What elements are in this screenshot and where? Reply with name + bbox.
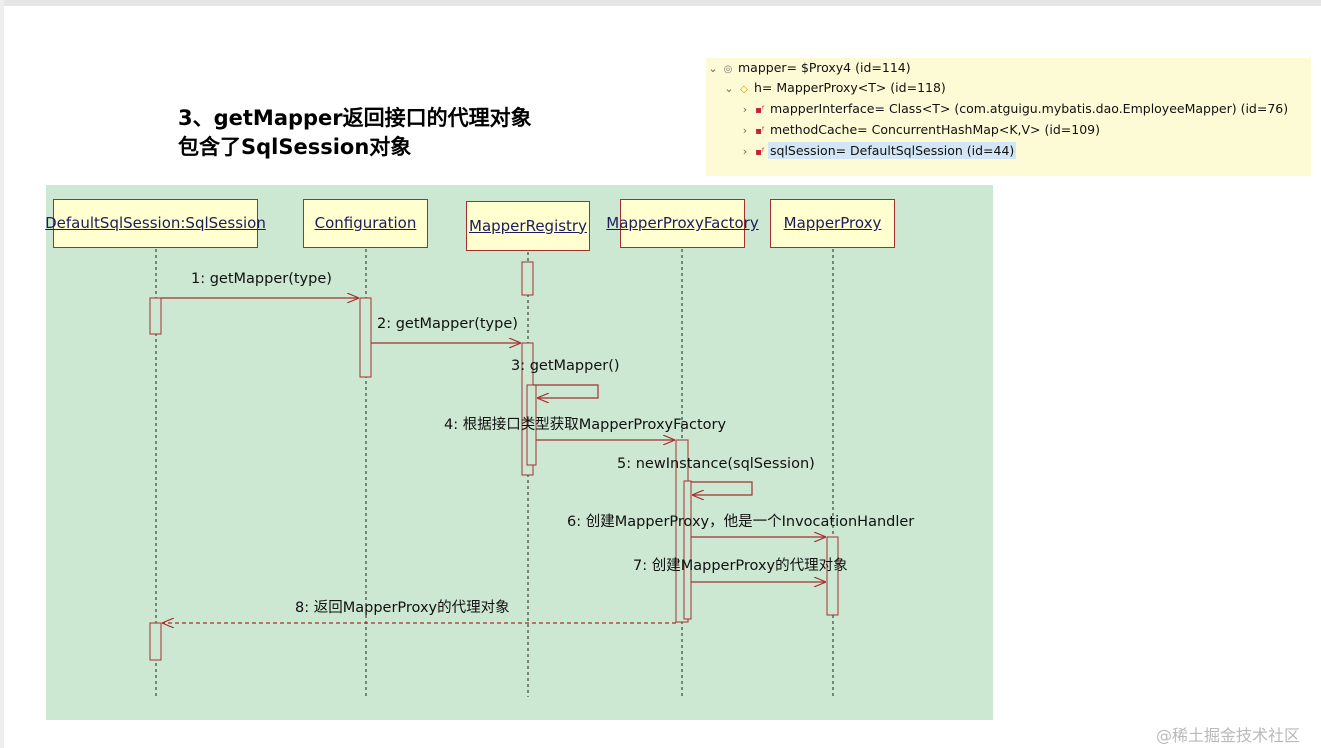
message-6-label: 6: 创建MapperProxy，他是一个InvocationHandler	[567, 514, 915, 530]
debug-row-h[interactable]: ⌄ ◇ h= MapperProxy<T> (id=118)	[722, 78, 948, 98]
collapse-twisty-icon[interactable]: ›	[742, 124, 748, 137]
activation-bar	[149, 297, 162, 335]
activation-bar	[149, 622, 162, 661]
final-field-icon: ▪ᶠ	[755, 126, 765, 137]
lifeline-default-sql-session: DefaultSqlSession:SqlSession	[45, 199, 266, 248]
message-5-self-arrow	[691, 481, 753, 495]
sequence-diagram-graphics	[149, 249, 839, 697]
message-8-label: 8: 返回MapperProxy的代理对象	[295, 600, 510, 616]
site-watermark: @稀土掘金技术社区	[1156, 726, 1301, 745]
activation-bar	[521, 261, 534, 296]
debug-row-text: h= MapperProxy<T> (id=118)	[754, 80, 946, 95]
final-field-icon: ▪ᶠ	[755, 105, 765, 116]
message-5-label: 5: newInstance(sqlSession)	[617, 456, 815, 472]
debug-row-mapper-interface[interactable]: › ▪ᶠ mapperInterface= Class<T> (com.atguig…	[738, 99, 1290, 119]
message-3-label: 3: getMapper()	[511, 358, 620, 374]
slide-heading: 3、getMapper返回接口的代理对象 包含了SqlSession对象	[178, 104, 532, 162]
debug-row-text: methodCache= ConcurrentHashMap<K,V> (id=…	[770, 122, 1100, 137]
heading-line-1: 3、getMapper返回接口的代理对象	[178, 106, 532, 130]
debug-row-mapper[interactable]: ⌄ ◎ mapper= $Proxy4 (id=114)	[706, 58, 913, 78]
collapse-twisty-icon[interactable]: ›	[742, 145, 748, 158]
message-2-label: 2: getMapper(type)	[377, 316, 518, 332]
activation-bar	[526, 384, 537, 466]
final-field-icon: ▪ᶠ	[755, 147, 765, 158]
activation-bar	[683, 480, 692, 620]
expand-twisty-icon[interactable]: ⌄	[724, 82, 734, 95]
debug-row-text: sqlSession= DefaultSqlSession (id=44)	[768, 142, 1017, 159]
sequence-diagram: DefaultSqlSession:SqlSession Configurati…	[45, 185, 993, 720]
lifeline-mapper-proxy-factory: MapperProxyFactory	[606, 199, 759, 248]
message-7-label: 7: 创建MapperProxy的代理对象	[633, 558, 848, 574]
lifeline-mapper-proxy: MapperProxy	[770, 199, 895, 248]
protected-diamond-icon: ◇	[740, 84, 748, 95]
debug-row-text: mapperInterface= Class<T> (com.atguigu.m…	[770, 101, 1289, 116]
lifeline-mapper-registry: MapperRegistry	[466, 201, 590, 251]
left-border	[0, 0, 4, 748]
message-3-self-arrow	[533, 384, 599, 398]
debug-row-text: mapper= $Proxy4 (id=114)	[738, 60, 911, 75]
collapse-twisty-icon[interactable]: ›	[742, 103, 748, 116]
activation-bar	[359, 297, 372, 378]
message-4-label: 4: 根据接口类型获取MapperProxyFactory	[444, 417, 727, 433]
activation-bar	[826, 536, 839, 616]
object-circle-icon: ◎	[723, 64, 733, 75]
expand-twisty-icon[interactable]: ⌄	[708, 62, 718, 75]
heading-line-2: 包含了SqlSession对象	[178, 135, 412, 159]
debug-row-method-cache[interactable]: › ▪ᶠ methodCache= ConcurrentHashMap<K,V> (…	[738, 120, 1102, 140]
top-border	[0, 0, 1321, 6]
lifeline-configuration: Configuration	[303, 199, 428, 248]
debugger-variables-panel: ⌄ ◎ mapper= $Proxy4 (id=114) ⌄ ◇ h= MapperPr…	[706, 58, 1311, 176]
message-1-label: 1: getMapper(type)	[191, 271, 332, 287]
